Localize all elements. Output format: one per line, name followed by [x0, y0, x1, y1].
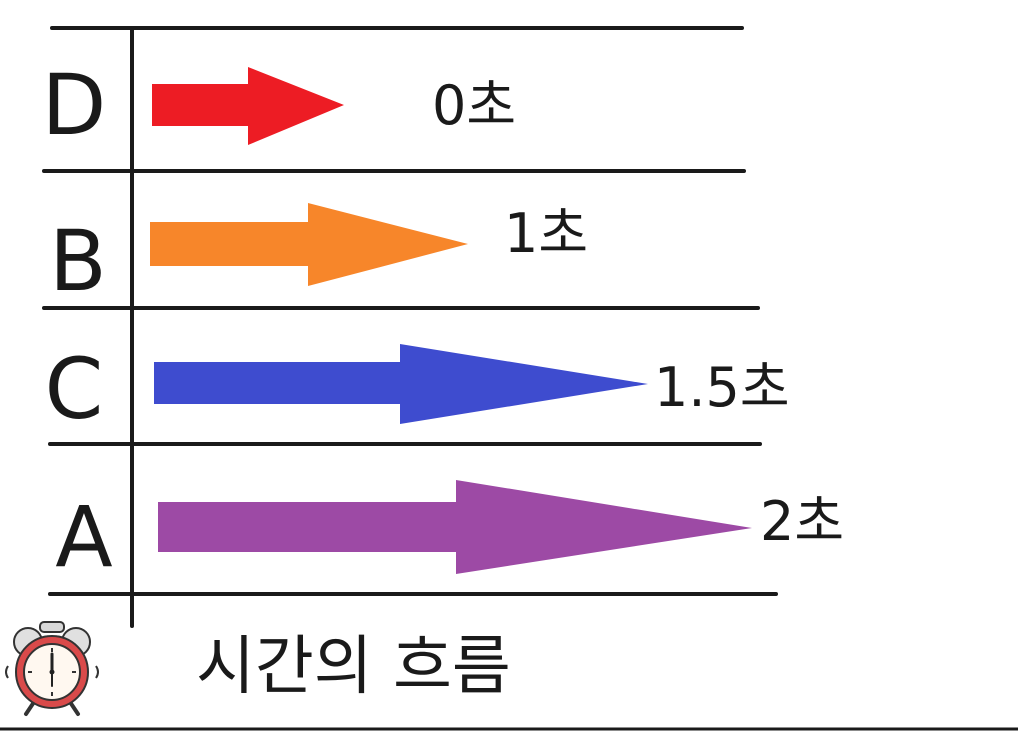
time-label-a: 2초	[760, 490, 844, 553]
row-letter-b: B	[49, 212, 107, 310]
row-letter-d: D	[42, 56, 107, 154]
row-letter-a: A	[55, 488, 112, 586]
row-letter-c: C	[45, 340, 104, 438]
time-label-c: 1.5초	[654, 356, 790, 419]
time-label-b: 1초	[504, 202, 588, 265]
time-label-d: 0초	[432, 74, 516, 137]
arrow-a	[158, 480, 752, 574]
time-flow-label: 시간의 흐름	[196, 630, 511, 704]
arrow-b	[150, 203, 468, 286]
arrow-c	[154, 344, 648, 424]
arrow-d	[152, 67, 344, 145]
alarm-clock-icon	[5, 621, 99, 716]
